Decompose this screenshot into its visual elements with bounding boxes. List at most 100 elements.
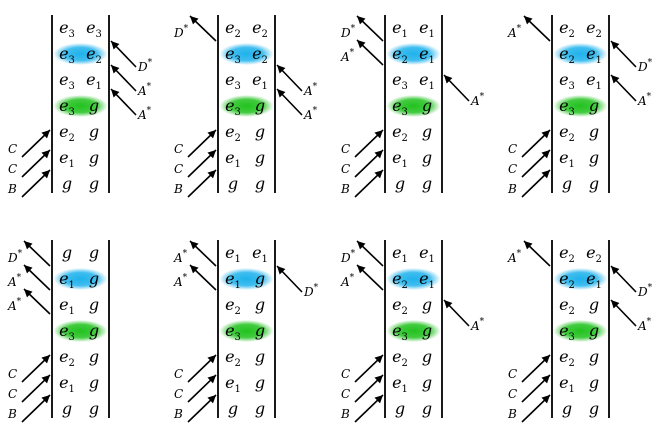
- label-b: B: [340, 407, 350, 421]
- label-c: C: [174, 142, 183, 156]
- incoming-arrow-c: [521, 354, 551, 383]
- state-left-5: e2: [392, 347, 408, 369]
- state-left-6: e1: [59, 373, 75, 395]
- state-left-3: e3: [59, 70, 75, 92]
- label-c: C: [174, 387, 183, 401]
- state-left-2: e3: [225, 44, 241, 66]
- label-c: C: [341, 387, 350, 401]
- state-left-1: e2: [225, 18, 241, 40]
- state-right-1: e2: [252, 18, 268, 40]
- label-a-star: A*: [507, 24, 522, 40]
- label-d-star: D*: [173, 24, 189, 40]
- incoming-arrow-b: [521, 394, 551, 423]
- state-right-1: g: [89, 243, 99, 262]
- label-right-d-star: D*: [137, 58, 153, 74]
- label-c: C: [508, 367, 517, 381]
- state-left-3: e2: [225, 295, 241, 317]
- state-left-4: e3: [59, 321, 75, 343]
- state-left-5: e2: [559, 347, 575, 369]
- label-right-d-star: D*: [637, 283, 653, 299]
- incoming-arrow-c: [521, 129, 551, 158]
- label-right-a-star: A*: [637, 317, 652, 333]
- outgoing-arrow: [356, 39, 384, 66]
- label-b: B: [7, 182, 17, 196]
- incoming-arrow-c: [21, 374, 51, 403]
- state-left-4: e3: [392, 96, 408, 118]
- outgoing-arrow: [523, 240, 551, 267]
- state-right-2: e2: [86, 44, 102, 66]
- label-b: B: [507, 182, 517, 196]
- incoming-arrow-c: [21, 149, 51, 178]
- state-left-7: g: [62, 399, 72, 418]
- green-highlight: [553, 95, 608, 117]
- state-right-6: g: [255, 148, 265, 167]
- rightside-arrow: [276, 265, 303, 293]
- state-right-6: g: [89, 373, 99, 392]
- rightside-arrow: [276, 88, 303, 116]
- state-right-1: e1: [419, 243, 435, 265]
- state-left-6: e1: [392, 148, 408, 170]
- rightside-arrow: [610, 265, 637, 293]
- state-left-7: g: [228, 399, 238, 418]
- state-right-3: e1: [586, 70, 602, 92]
- blue-highlight: [219, 43, 274, 65]
- state-right-2: e1: [586, 44, 602, 66]
- label-c: C: [174, 162, 183, 176]
- label-right-a-star: A*: [303, 82, 318, 98]
- label-b: B: [340, 182, 350, 196]
- outgoing-arrow: [23, 264, 51, 291]
- state-left-3: e3: [225, 70, 241, 92]
- state-right-2: g: [255, 269, 265, 288]
- state-left-1: g: [62, 243, 72, 262]
- incoming-arrow-c: [187, 149, 217, 178]
- state-left-5: e2: [59, 347, 75, 369]
- label-a-star: A*: [340, 48, 355, 64]
- label-c: C: [341, 162, 350, 176]
- state-left-1: e2: [559, 18, 575, 40]
- outgoing-arrow: [23, 240, 51, 267]
- state-left-4: e3: [559, 321, 575, 343]
- state-right-3: g: [589, 295, 599, 314]
- label-a-star: A*: [507, 249, 522, 265]
- label-right-a-star: A*: [470, 92, 485, 108]
- blue-highlight: [53, 43, 108, 65]
- label-a-star: A*: [7, 297, 22, 313]
- state-left-1: e1: [225, 243, 241, 265]
- state-left-1: e1: [392, 243, 408, 265]
- state-right-6: g: [255, 373, 265, 392]
- incoming-arrow-c: [187, 129, 217, 158]
- state-right-2: e1: [419, 269, 435, 291]
- state-left-6: e1: [559, 148, 575, 170]
- rightside-arrow: [610, 40, 637, 68]
- state-right-3: g: [422, 295, 432, 314]
- blue-highlight: [53, 268, 108, 290]
- incoming-arrow-b: [354, 169, 384, 198]
- state-left-7: g: [62, 174, 72, 193]
- label-a-star: A*: [7, 273, 22, 289]
- state-left-2: e2: [392, 44, 408, 66]
- label-right-a-star: A*: [637, 92, 652, 108]
- outgoing-arrow: [23, 288, 51, 315]
- state-right-5: g: [422, 347, 432, 366]
- state-left-6: e1: [392, 373, 408, 395]
- state-right-7: g: [589, 174, 599, 193]
- state-right-5: g: [422, 122, 432, 141]
- blue-highlight: [386, 43, 441, 65]
- state-left-1: e1: [392, 18, 408, 40]
- outgoing-arrow: [356, 264, 384, 291]
- label-c: C: [8, 387, 17, 401]
- label-c: C: [341, 367, 350, 381]
- outgoing-arrow: [189, 240, 217, 267]
- green-highlight: [53, 320, 108, 342]
- label-d-star: D*: [340, 249, 356, 265]
- state-left-7: g: [395, 174, 405, 193]
- state-right-4: g: [589, 96, 599, 115]
- rightside-arrow: [610, 299, 637, 327]
- state-left-2: e1: [225, 269, 241, 291]
- incoming-arrow-c: [521, 149, 551, 178]
- incoming-arrow-c: [354, 149, 384, 178]
